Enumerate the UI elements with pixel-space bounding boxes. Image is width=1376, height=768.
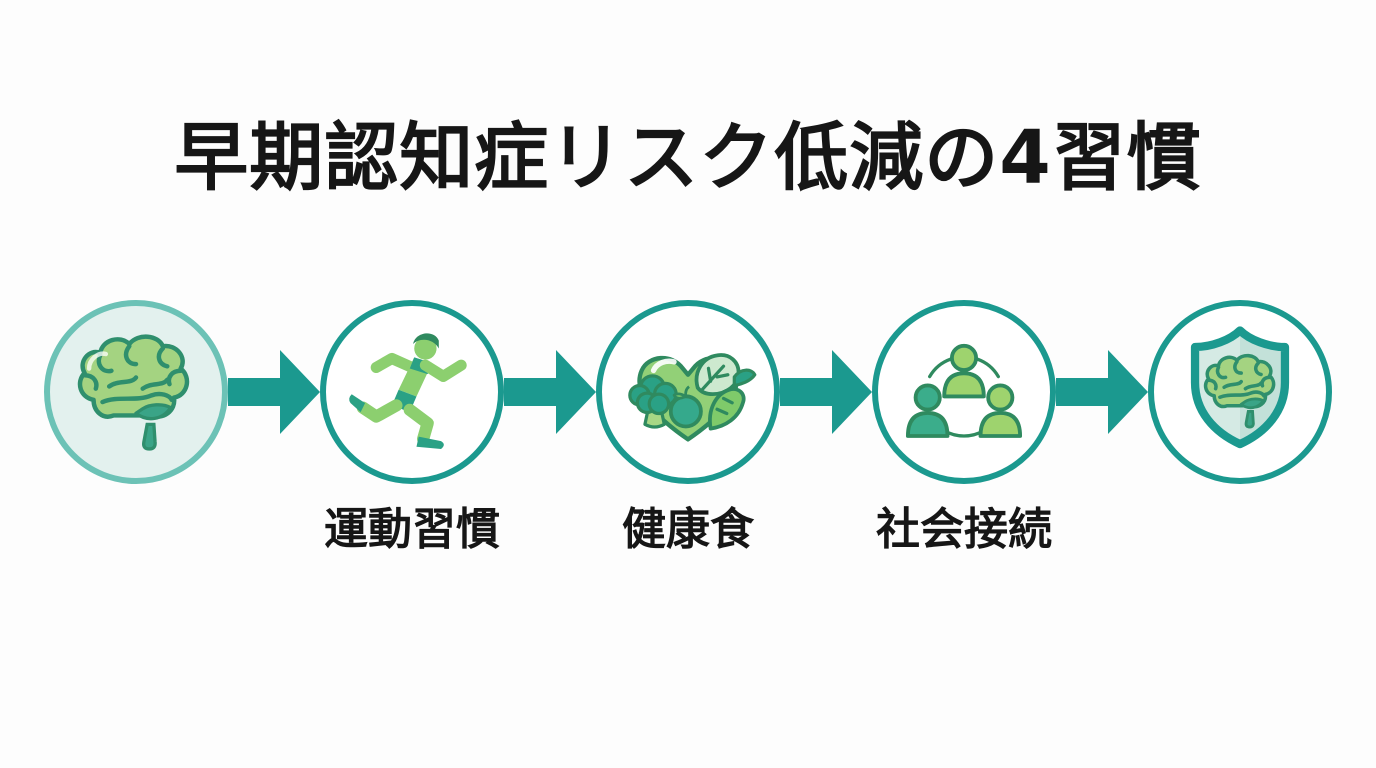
arrow-right-icon [504, 300, 596, 484]
people-network-icon-svg [905, 343, 1023, 438]
brain-icon [44, 300, 228, 484]
arrow-right-icon [228, 300, 320, 484]
shield-brain-icon [1148, 300, 1332, 484]
step-label-diet: 健康食 [622, 504, 754, 555]
brain-icon-svg [77, 334, 190, 451]
heart-vegetables-icon [596, 300, 780, 484]
step-exercise: 運動習慣 [320, 300, 504, 552]
shield-brain-icon-svg [1190, 326, 1290, 449]
page-title: 早期認知症リスク低減の4習慣 [174, 115, 1202, 201]
step-label-social: 社会接続 [876, 504, 1052, 555]
step-diet: 健康食 [596, 300, 780, 552]
step-protection [1148, 300, 1332, 484]
runner-icon [320, 300, 504, 484]
people-network-icon [872, 300, 1056, 484]
arrow-right-icon [1056, 300, 1148, 484]
step-label-exercise: 運動習慣 [324, 504, 500, 555]
runner-icon-svg [349, 333, 467, 449]
heart-vegetables-icon-svg [628, 353, 757, 442]
arrow-right-icon [780, 300, 872, 484]
step-brain [44, 300, 228, 484]
habit-flow: 運動習慣 [44, 300, 1332, 552]
step-social: 社会接続 [872, 300, 1056, 552]
